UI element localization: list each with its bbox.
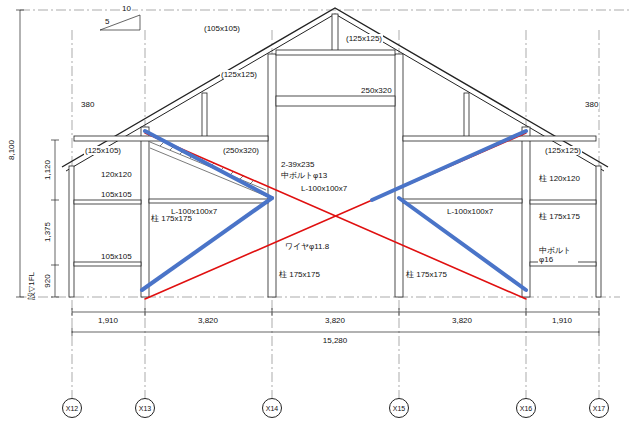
dimension-label: 250x320 (360, 86, 393, 95)
dimension-label: 8,100 (7, 139, 16, 161)
dimension-label: 柱 175x175 (150, 214, 193, 223)
dimension-label: 柱 175x175 (278, 270, 321, 279)
dimension-label: 1,910 (551, 316, 573, 325)
dimension-label: 3,820 (324, 316, 346, 325)
dimension-label: 5 (104, 17, 110, 26)
dimension-label: L-100x100x7 (300, 184, 348, 193)
dimension-lines (16, 10, 599, 336)
dimension-label: 1,910 (97, 316, 119, 325)
grid-marker: X16 (516, 398, 536, 418)
dimension-label: 中ボルトφ13 (280, 171, 328, 180)
dimension-label: L-100x100x7 (446, 207, 494, 216)
dimension-label: (250x320) (222, 146, 260, 155)
grid-label: X15 (393, 405, 405, 412)
dimension-label: 10 (121, 4, 132, 13)
dimension-label: 中ボルト φ16 (538, 246, 578, 264)
grid-lines (20, 10, 632, 400)
dimension-label: 1,375 (43, 221, 52, 243)
dimension-label: 3,820 (197, 316, 219, 325)
dimension-label: 380 (80, 100, 95, 109)
grid-label: X17 (593, 405, 605, 412)
posts (69, 14, 601, 297)
grid-marker: X17 (589, 398, 609, 418)
dimension-label: 1,120 (43, 159, 52, 181)
grid-label: X14 (266, 405, 278, 412)
beams (74, 50, 596, 266)
dimension-label: (125x105) (84, 146, 122, 155)
dimension-label: 3,820 (451, 316, 473, 325)
dimension-label: 920 (43, 273, 52, 288)
dimension-label: 設▽1FL (27, 271, 36, 301)
dimension-label: 2-39x235 (280, 160, 315, 169)
dimension-label: (125x125) (220, 70, 258, 79)
dimension-label: 105x105 (100, 190, 133, 199)
dimension-label: ワイヤφ11.8 (284, 242, 330, 251)
dimension-label: 105x105 (100, 252, 133, 261)
grid-marker: X12 (62, 398, 82, 418)
grid-label: X13 (139, 405, 151, 412)
bracing-overlay (142, 131, 526, 299)
dimension-label: (125x125) (544, 146, 582, 155)
grid-marker: X13 (135, 398, 155, 418)
grid-marker: X14 (262, 398, 282, 418)
dimension-label: 380 (584, 100, 599, 109)
dimension-label: (105x105) (203, 24, 241, 33)
grid-label: X12 (66, 405, 78, 412)
dimension-label: 120x120 (100, 170, 133, 179)
dimension-label: 15,280 (322, 336, 348, 345)
dimension-label: (125x125) (345, 34, 383, 43)
dimension-label: 柱 120x120 (538, 174, 581, 183)
dimension-label: 柱 175x175 (538, 212, 581, 221)
dimension-label: 柱 175x175 (405, 270, 448, 279)
grid-label: X16 (520, 405, 532, 412)
grid-marker: X15 (389, 398, 409, 418)
